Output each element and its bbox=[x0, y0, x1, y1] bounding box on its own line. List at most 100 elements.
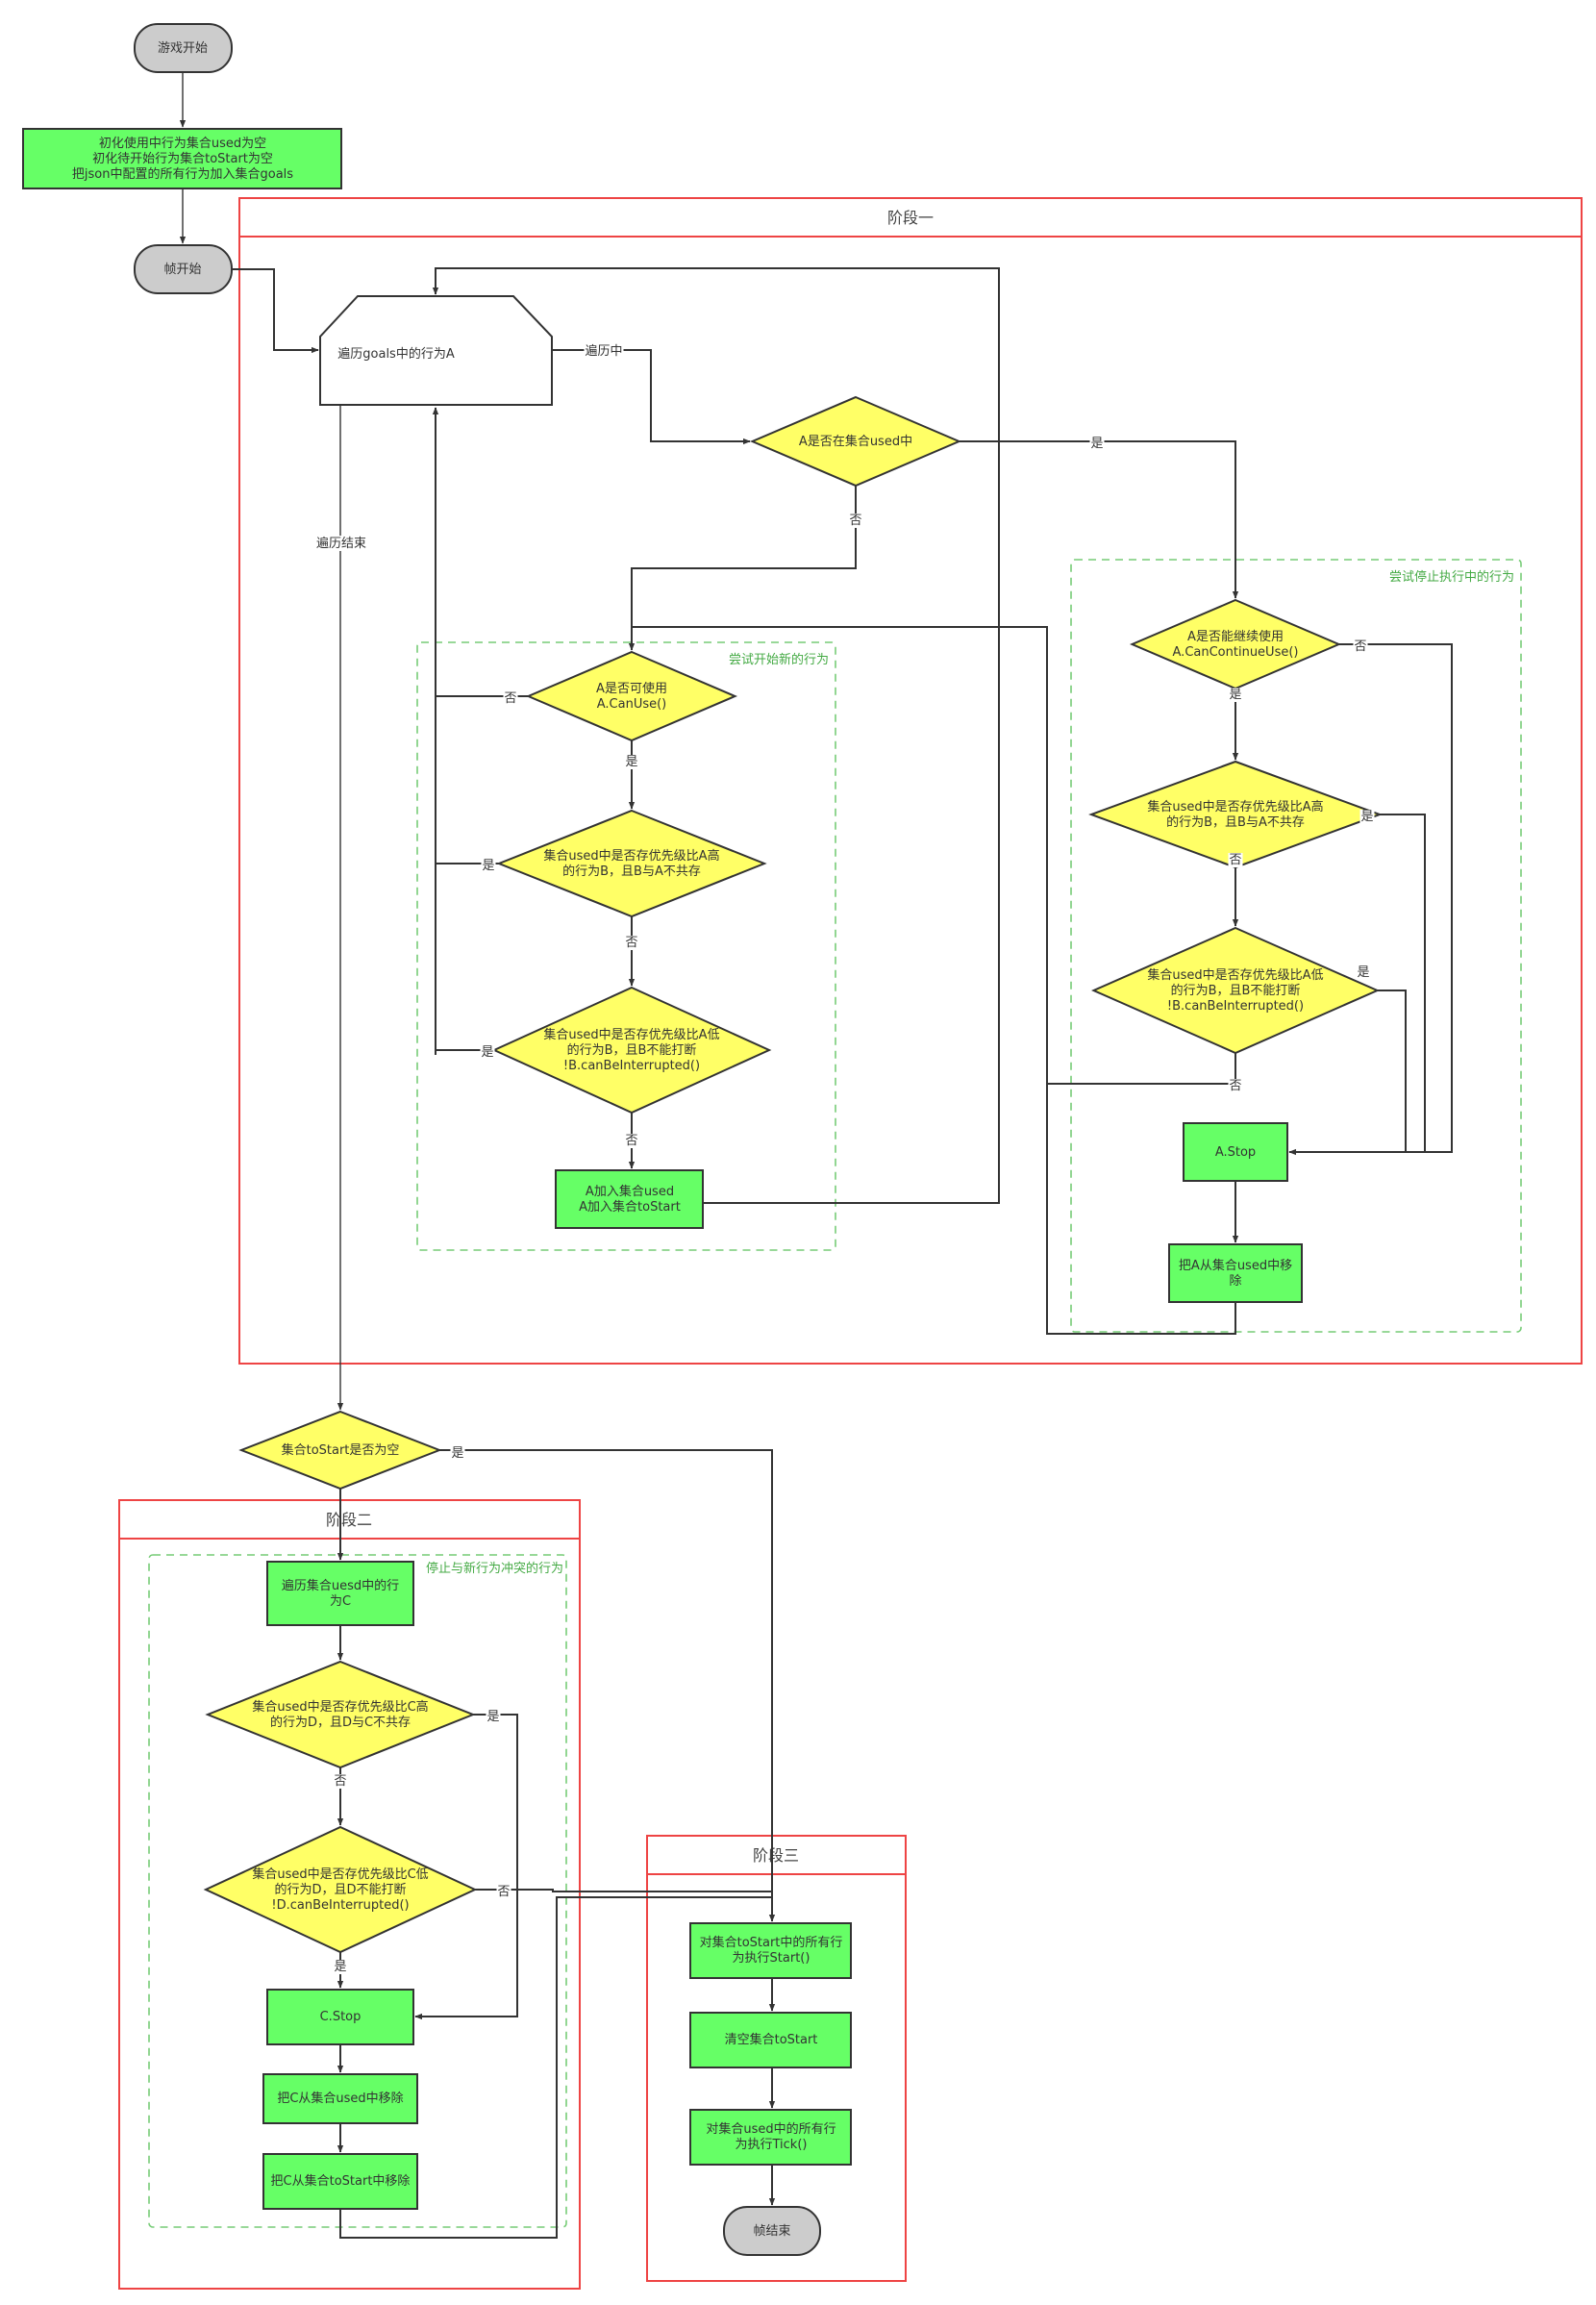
edge-label-start-higher-yes: 是 bbox=[482, 859, 494, 873]
edge-label-can-use-yes: 是 bbox=[625, 755, 637, 769]
node-label-line: 初化待开始行为集合toStart为空 bbox=[92, 151, 273, 166]
run-start-label: 对集合toStart中的所有行为执行Start() bbox=[700, 1935, 843, 1966]
edge-label-background bbox=[1359, 810, 1375, 824]
remove-c-used-node[interactable] bbox=[262, 2073, 418, 2124]
node-label-line: A.CanUse() bbox=[597, 697, 667, 712]
edge-adda-return bbox=[432, 267, 1000, 1204]
edge-label-background bbox=[1228, 1079, 1243, 1093]
loop-goals-node[interactable] bbox=[319, 295, 553, 406]
node-label-line: 游戏开始 bbox=[158, 41, 208, 56]
edge-label-background bbox=[333, 1960, 348, 1974]
node-label-line: A.Stop bbox=[1215, 1145, 1256, 1160]
edge-label-background bbox=[1089, 437, 1105, 451]
phase2-container: 阶段二 bbox=[118, 1499, 581, 2290]
edge-label-c-higher-yes: 是 bbox=[486, 1710, 499, 1724]
can-use-decision[interactable] bbox=[525, 650, 738, 742]
node-label-line: 除 bbox=[1229, 1274, 1241, 1289]
node-label-line: 把C从集合used中移除 bbox=[277, 2091, 403, 2106]
edge-label-iterating: 遍历中 bbox=[585, 343, 622, 359]
c-lower-decision[interactable] bbox=[203, 1825, 478, 1954]
loop-used-node[interactable] bbox=[266, 1561, 414, 1626]
node-label-line: 把A从集合used中移 bbox=[1179, 1258, 1292, 1273]
start-higher-decision[interactable] bbox=[496, 809, 767, 918]
clear-tostart-label: 清空集合toStart bbox=[725, 2032, 818, 2047]
frame-end-label: 帧结束 bbox=[753, 2224, 790, 2239]
loop-goals-label: 遍历goals中的行为A bbox=[337, 346, 455, 362]
node-label-line: 遍历goals中的行为A bbox=[337, 346, 455, 362]
c-stop-node[interactable] bbox=[266, 1989, 414, 2045]
run-tick-node[interactable] bbox=[689, 2109, 852, 2166]
in-used-label: A是否在集合used中 bbox=[799, 434, 912, 449]
edge-label-background bbox=[486, 1710, 501, 1724]
edge-label-background bbox=[314, 536, 368, 551]
add-a-node[interactable] bbox=[555, 1169, 704, 1229]
edge-chigher-yes bbox=[414, 1714, 518, 2020]
edge-label-stop-higher-no: 否 bbox=[1229, 853, 1241, 867]
node-label-line: 集合used中是否存优先级比A低 bbox=[543, 1027, 719, 1042]
remove-a-node[interactable] bbox=[1168, 1243, 1303, 1303]
frame-start-node[interactable] bbox=[134, 244, 233, 294]
stop-higher-decision[interactable] bbox=[1088, 760, 1383, 869]
remove-c-tostart-node[interactable] bbox=[262, 2153, 418, 2210]
tostart-empty-label: 集合toStart是否为空 bbox=[282, 1442, 400, 1458]
in-used-decision[interactable] bbox=[749, 395, 962, 488]
nodes: 游戏开始 初化使用中行为集合used为空初化待开始行为集合toStart为空把j… bbox=[22, 23, 1383, 2256]
frame-end-node[interactable] bbox=[723, 2206, 821, 2256]
run-tick-label: 对集合used中的所有行为执行Tick() bbox=[706, 2121, 835, 2152]
edge-label-start-lower-no: 否 bbox=[625, 1134, 637, 1148]
phase3-title: 阶段三 bbox=[753, 1846, 799, 1865]
edge-loop-inused bbox=[552, 349, 751, 445]
edge-inused-no bbox=[628, 486, 857, 651]
edge-inused-yes bbox=[960, 440, 1239, 599]
clear-tostart-node[interactable] bbox=[689, 2012, 852, 2068]
phase3-container: 阶段三 bbox=[646, 1835, 907, 2282]
edge-label-in-used-yes: 是 bbox=[1090, 437, 1103, 451]
game-start-label: 游戏开始 bbox=[158, 41, 208, 56]
edge-stoplower-yes bbox=[1377, 990, 1407, 1152]
edge-label-can-continue-yes: 是 bbox=[1229, 688, 1241, 702]
start-higher-label: 集合used中是否存优先级比A高的行为B，且B与A不共存 bbox=[543, 848, 719, 879]
game-start-node[interactable] bbox=[134, 23, 233, 73]
group-try-start-label: 尝试开始新的行为 bbox=[729, 652, 829, 667]
edge-stophigher-yes bbox=[1380, 814, 1426, 1152]
edge-label-background bbox=[1228, 853, 1243, 867]
stop-lower-decision[interactable] bbox=[1091, 926, 1380, 1055]
run-start-node[interactable] bbox=[689, 1922, 852, 1979]
edge-startlower-yes bbox=[435, 1049, 494, 1055]
phase1-container: 阶段一 bbox=[238, 197, 1583, 1365]
c-higher-label: 集合used中是否存优先级比C高的行为D，且D与C不共存 bbox=[252, 1699, 428, 1730]
node-label-line: A是否能继续使用 bbox=[1187, 629, 1284, 644]
phase2-title: 阶段二 bbox=[326, 1511, 372, 1529]
edge-cancontinue-no bbox=[1288, 643, 1453, 1156]
edge-label-background bbox=[481, 859, 496, 873]
node-label-line: 的行为D，且D不能打断 bbox=[274, 1882, 406, 1897]
edge-label-c-higher-no: 否 bbox=[334, 1774, 346, 1789]
tostart-empty-decision[interactable] bbox=[238, 1410, 442, 1491]
node-label-line: 初化使用中行为集合used为空 bbox=[99, 136, 266, 151]
edge-label-stop-lower-yes: 是 bbox=[1357, 965, 1369, 980]
node-label-line: 的行为D，且D与C不共存 bbox=[270, 1715, 411, 1730]
group-try-stop-label: 尝试停止执行中的行为 bbox=[1389, 569, 1514, 585]
node-label-line: 为执行Tick() bbox=[736, 2138, 808, 2152]
stop-higher-label: 集合used中是否存优先级比A高的行为B，且B与A不共存 bbox=[1147, 799, 1323, 830]
init-node[interactable] bbox=[22, 128, 342, 189]
node-label-line: 集合used中是否存优先级比C低 bbox=[252, 1867, 428, 1882]
node-label-line: 的行为B，且B与A不共存 bbox=[562, 864, 701, 879]
start-lower-label: 集合used中是否存优先级比A低的行为B，且B不能打断!B.canBeInter… bbox=[543, 1027, 719, 1073]
edge-label-c-lower-yes: 是 bbox=[334, 1960, 346, 1974]
can-continue-decision[interactable] bbox=[1129, 598, 1342, 690]
node-label-line: A.CanContinueUse() bbox=[1173, 645, 1299, 660]
stop-lower-label: 集合used中是否存优先级比A低的行为B，且B不能打断!B.canBeInter… bbox=[1147, 967, 1323, 1014]
frame-start-label: 帧开始 bbox=[163, 263, 201, 277]
edge-stoplower-no bbox=[1047, 1053, 1236, 1085]
edge-label-stop-lower-no: 否 bbox=[1229, 1079, 1241, 1093]
a-stop-node[interactable] bbox=[1183, 1122, 1288, 1182]
c-higher-decision[interactable] bbox=[205, 1660, 476, 1769]
start-lower-decision[interactable] bbox=[491, 986, 772, 1115]
group-try-stop: 尝试停止执行中的行为 bbox=[1070, 559, 1522, 1333]
edge-clower-no bbox=[475, 1889, 772, 1892]
node-label-line: 帧开始 bbox=[163, 263, 201, 277]
